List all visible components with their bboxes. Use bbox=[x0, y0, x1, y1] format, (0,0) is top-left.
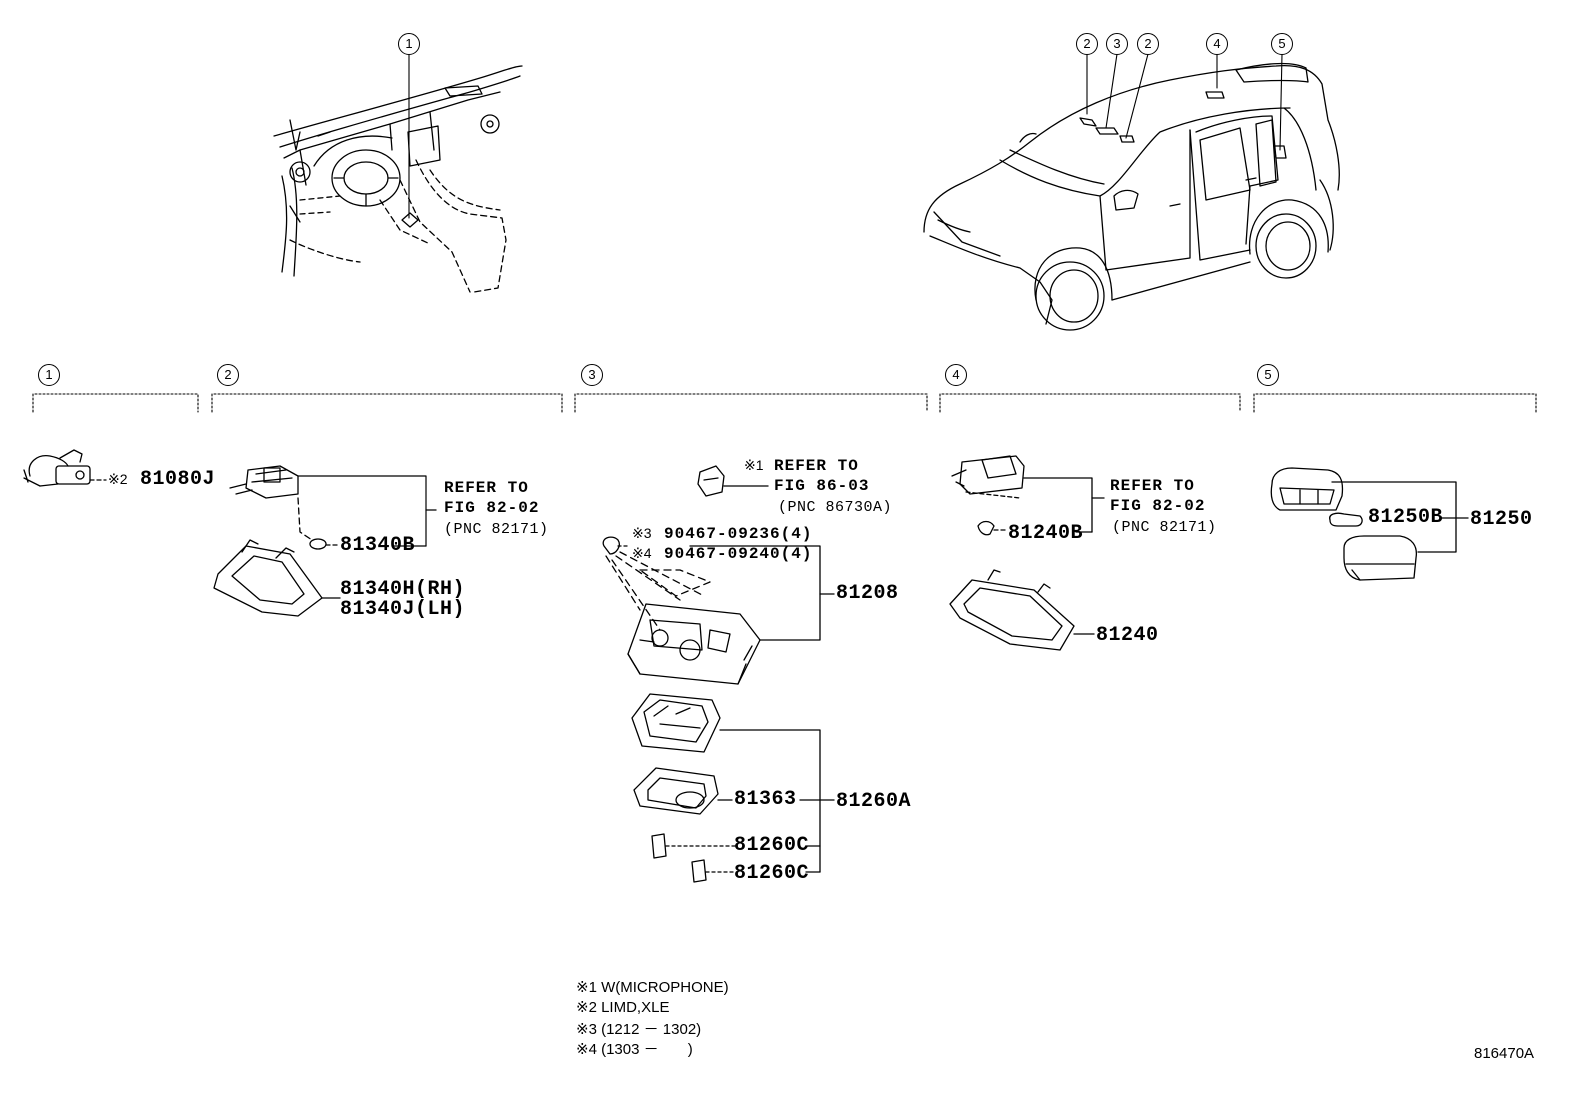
callout-dash-1: 1 bbox=[398, 33, 420, 55]
sec5-part-drawing bbox=[1270, 467, 1469, 581]
part-81260c-1[interactable]: 81260C bbox=[734, 834, 810, 857]
section-number-5: 5 bbox=[1257, 364, 1279, 386]
callout-car-3: 3 bbox=[1106, 33, 1128, 55]
part-81340h-rh[interactable]: 81340H(RH) bbox=[340, 578, 466, 601]
part-81340b[interactable]: 81340B bbox=[340, 534, 416, 557]
footnote-3: ※3 (1212 － 1302) bbox=[576, 1018, 729, 1038]
part-81363[interactable]: 81363 bbox=[734, 788, 797, 811]
part-90467-09240[interactable]: 90467-09240(4) bbox=[664, 545, 813, 563]
section-number-4: 4 bbox=[945, 364, 967, 386]
callout-car-4: 4 bbox=[1206, 33, 1228, 55]
top-callout-leaders bbox=[408, 53, 1283, 219]
sec3-refer-line2[interactable]: FIG 86-03 bbox=[774, 477, 870, 495]
section-number-1: 1 bbox=[38, 364, 60, 386]
section-brackets bbox=[32, 393, 1537, 413]
footnote-1-text: W(MICROPHONE) bbox=[601, 979, 729, 996]
part-81260a[interactable]: 81260A bbox=[836, 790, 912, 813]
section-number-2: 2 bbox=[217, 364, 239, 386]
part-81250b[interactable]: 81250B bbox=[1368, 506, 1444, 529]
part-81250[interactable]: 81250 bbox=[1470, 508, 1533, 531]
sec2-refer-line2[interactable]: FIG 82-02 bbox=[444, 499, 540, 517]
sec1-condition-mark: ※2 bbox=[108, 471, 128, 487]
sec3-refer-line1: REFER TO bbox=[774, 457, 859, 475]
figure-code: 816470A bbox=[1474, 1045, 1535, 1062]
vehicle-illustration bbox=[923, 62, 1340, 331]
footnote-4-mark: ※4 bbox=[576, 1041, 597, 1058]
sec4-part-drawing bbox=[949, 455, 1105, 651]
sec3-screw-mark-2: ※4 bbox=[632, 545, 652, 561]
sec3-screw-mark-1: ※3 bbox=[632, 525, 652, 541]
callout-car-2b: 2 bbox=[1137, 33, 1159, 55]
sec4-refer-pnc: (PNC 82171) bbox=[1112, 519, 1217, 536]
sec4-refer-line2[interactable]: FIG 82-02 bbox=[1110, 497, 1206, 515]
part-81260c-2[interactable]: 81260C bbox=[734, 862, 810, 885]
part-81240[interactable]: 81240 bbox=[1096, 624, 1159, 647]
footnote-1-mark: ※1 bbox=[576, 979, 597, 996]
part-81340j-lh[interactable]: 81340J(LH) bbox=[340, 598, 466, 621]
sec4-refer-line1: REFER TO bbox=[1110, 477, 1195, 495]
part-81240b[interactable]: 81240B bbox=[1008, 522, 1084, 545]
section-number-3: 3 bbox=[581, 364, 603, 386]
footnote-2-text: LIMD,XLE bbox=[601, 999, 670, 1016]
part-81208[interactable]: 81208 bbox=[836, 582, 899, 605]
footnote-1: ※1 W(MICROPHONE) bbox=[576, 978, 729, 998]
sec2-refer-line1: REFER TO bbox=[444, 479, 529, 497]
sec1-part-drawing bbox=[23, 449, 107, 487]
footnote-3-text: (1212 － 1302) bbox=[601, 1021, 702, 1038]
sec2-part-drawing bbox=[213, 465, 437, 617]
footnotes: ※1 W(MICROPHONE) ※2 LIMD,XLE ※3 (1212 － … bbox=[576, 978, 729, 1058]
sec3-refer-mark: ※1 bbox=[744, 457, 764, 473]
footnote-3-mark: ※3 bbox=[576, 1021, 597, 1038]
part-81080j[interactable]: 81080J bbox=[140, 468, 216, 491]
callout-car-2a: 2 bbox=[1076, 33, 1098, 55]
sec3-part-drawing bbox=[602, 465, 835, 883]
part-90467-09236[interactable]: 90467-09236(4) bbox=[664, 525, 813, 543]
footnote-4-text: (1303 － ) bbox=[601, 1041, 693, 1058]
sec2-refer-pnc: (PNC 82171) bbox=[444, 521, 549, 538]
callout-car-5: 5 bbox=[1271, 33, 1293, 55]
footnote-4: ※4 (1303 － ) bbox=[576, 1038, 729, 1058]
footnote-2-mark: ※2 bbox=[576, 999, 597, 1016]
sec3-refer-pnc: (PNC 86730A) bbox=[778, 499, 893, 516]
footnote-2: ※2 LIMD,XLE bbox=[576, 998, 729, 1018]
dashboard-illustration bbox=[273, 65, 523, 293]
